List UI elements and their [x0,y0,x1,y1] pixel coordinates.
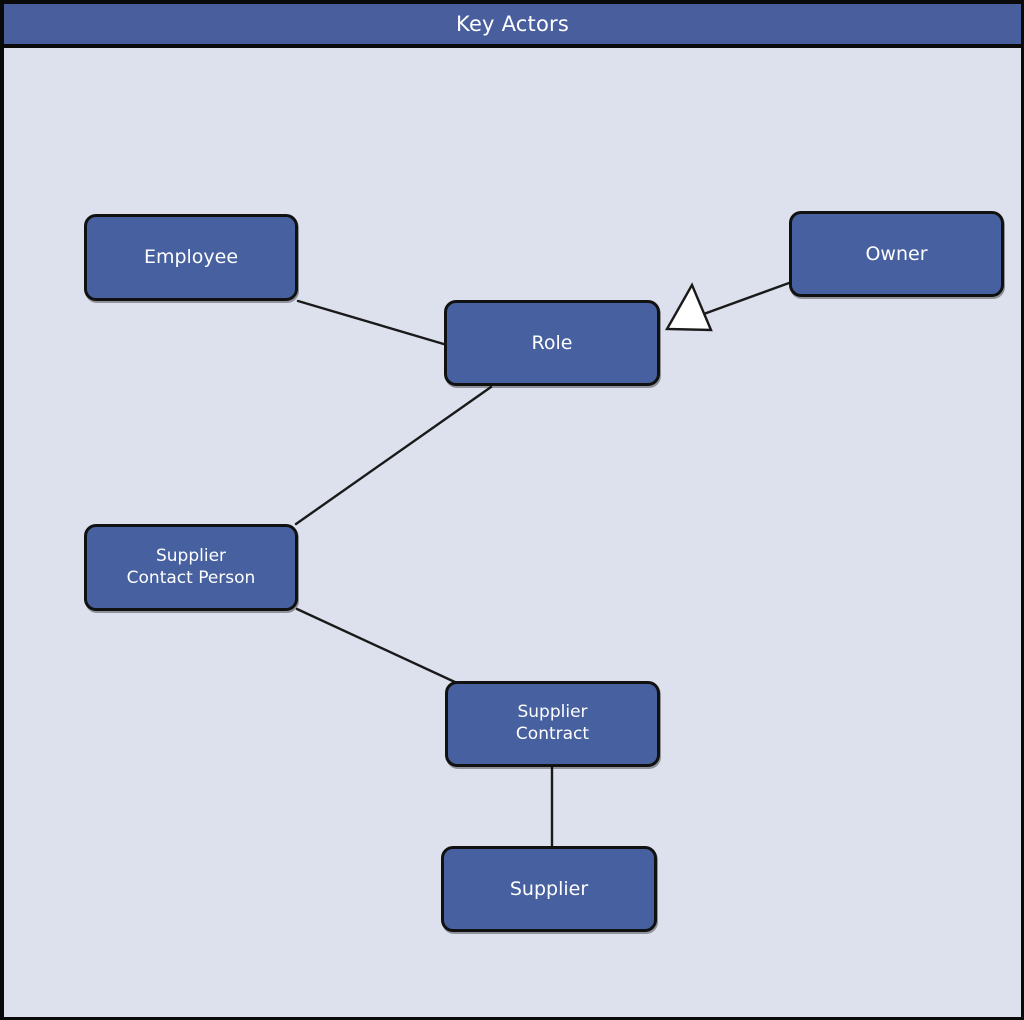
edge-owner-role [699,281,791,317]
node-employee[interactable]: Employee [84,214,298,301]
edge-employee-role [296,299,449,347]
page-title: Key Actors [456,11,569,36]
node-supplier-contract[interactable]: Supplier Contract [445,681,660,767]
generalization-triangle-icon [664,282,713,332]
node-role[interactable]: Role [444,300,660,386]
edge-role-supplier-contact [294,385,493,526]
node-supplier-contact[interactable]: Supplier Contact Person [84,524,298,611]
node-supplier[interactable]: Supplier [441,846,657,932]
node-label-supplier-contract: Supplier Contract [515,702,590,744]
node-label-supplier: Supplier [509,877,589,900]
node-owner[interactable]: Owner [789,211,1004,297]
edge-supplier-contact-contract [295,607,459,685]
node-label-employee: Employee [143,246,239,269]
node-label-role: Role [531,331,573,354]
diagram-title-bar: Key Actors [4,4,1021,48]
node-label-owner: Owner [865,242,928,265]
node-label-supplier-contact: Supplier Contact Person [126,545,256,588]
